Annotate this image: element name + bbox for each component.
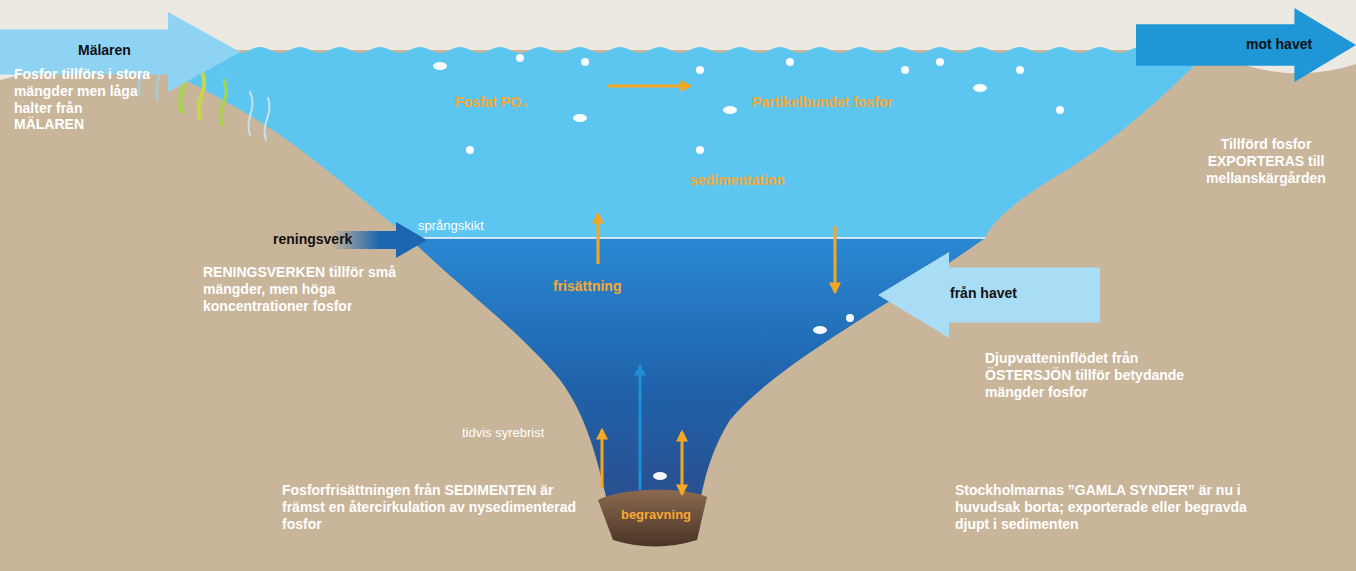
source-note: Fosfor tillförs i stora mängder men låga… <box>14 66 154 133</box>
arrow-label: mot havet <box>1246 36 1312 52</box>
sediment-note: Fosforfrisättningen från SEDIMENTEN är f… <box>282 482 587 532</box>
arrow-label: Mälaren <box>78 42 131 58</box>
sediment <box>598 490 707 547</box>
creature <box>516 54 524 62</box>
creature <box>653 472 667 480</box>
export-note: Tillförd fosfor EXPORTERAS till mellansk… <box>1182 136 1350 186</box>
burial-arrow <box>681 432 684 494</box>
flow-arrow: från havet <box>878 252 1100 338</box>
creature <box>973 84 987 92</box>
conversion-arrow <box>608 85 690 88</box>
release-arrow <box>597 214 600 264</box>
surface-water <box>110 47 1210 238</box>
creature <box>813 326 827 334</box>
creature <box>581 58 589 66</box>
arrow-body <box>878 252 1100 338</box>
creature <box>433 62 447 70</box>
creature <box>723 106 737 114</box>
creature <box>573 114 587 122</box>
thermocline-label: språngskikt <box>418 218 484 234</box>
creature <box>1016 66 1024 74</box>
history-note: Stockholmarnas ”GAMLA SYNDER” är nu i hu… <box>955 482 1265 532</box>
phosphate-label: Fosfat PO₄ <box>455 94 528 111</box>
process-label: sedimentation <box>690 172 785 189</box>
arrow-label: från havet <box>950 285 1017 301</box>
upwelling-arrow <box>639 366 642 490</box>
creature <box>936 58 944 66</box>
creature <box>786 58 794 66</box>
creature <box>1056 106 1064 114</box>
arrow-body <box>1136 8 1356 82</box>
creature <box>696 66 704 74</box>
process-label: begravning <box>612 507 700 523</box>
creature <box>466 146 474 154</box>
particle-label: Partikelbundet fosfor <box>752 94 893 111</box>
inflow-note: Djupvatteninflödet från ÖSTERSJÖN tillfö… <box>985 350 1200 400</box>
creature <box>901 66 909 74</box>
plankton-fish <box>433 54 1064 480</box>
flow-arrow: reningsverk <box>255 222 427 258</box>
flow-arrow: mot havet <box>1136 8 1356 82</box>
treatment-note: RENINGSVERKEN tillför små mängder, men h… <box>203 264 413 314</box>
creature <box>846 314 854 322</box>
thermocline <box>410 237 985 239</box>
process-label: frisättning <box>553 278 621 295</box>
anoxia-label: tidvis syrebrist <box>462 425 544 441</box>
creature <box>696 146 704 154</box>
sedimentation-arrow <box>834 226 837 292</box>
anoxia-arrow <box>601 430 604 488</box>
arrow-label: reningsverk <box>273 231 352 247</box>
